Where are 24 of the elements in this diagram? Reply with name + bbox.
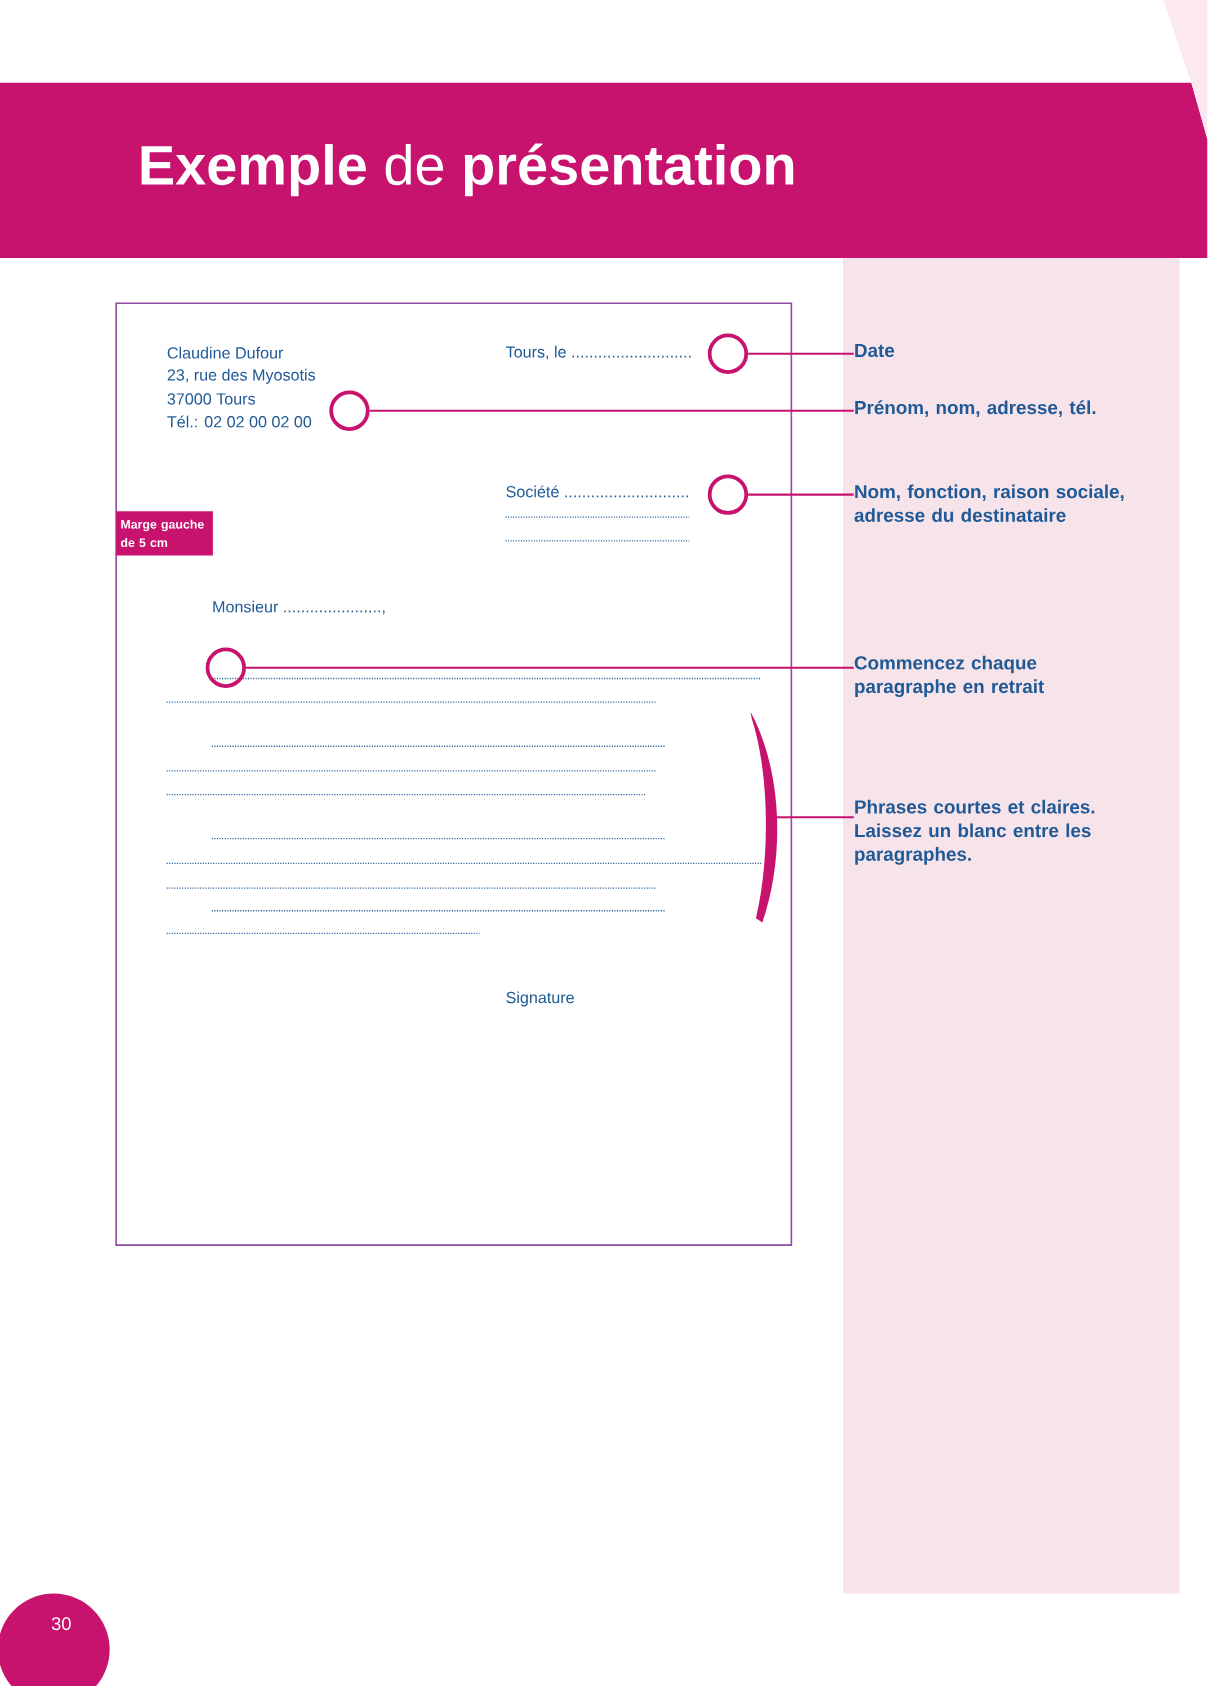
letter-text: Signature [506, 991, 575, 1007]
annotation-text: Commencez chaque paragraphe en retrait [855, 655, 1045, 697]
letter-text: 23, rue des Myosotis [167, 368, 316, 384]
page-number: 30 [0, 1593, 110, 1686]
letter-text: Monsieur ......................, [213, 600, 385, 615]
annotation-text: Phrases courtes et claires. Laissez un blanc entre les paragraphes. [855, 799, 1095, 865]
leader-line [748, 493, 854, 496]
bracket [750, 711, 778, 923]
annotation-text: Nom, fonction, raison sociale, adresse du destinataire [854, 484, 1124, 522]
annotation-text: Prénom, nom, adresse, tél. [855, 400, 1096, 417]
ring-marker [329, 390, 370, 431]
leader-line [246, 666, 854, 669]
ring-marker [708, 333, 749, 374]
annotation-text: Date [855, 343, 895, 358]
page-title: Exemple de présentation [141, 143, 794, 197]
leader-line [773, 816, 854, 819]
leader-line [748, 352, 854, 355]
ring-marker [205, 647, 247, 688]
letter-page [115, 302, 793, 1246]
leader-line [369, 409, 854, 412]
letter-text: Tél.: 02 02 00 02 00 [167, 415, 312, 428]
margin-tag: Marge gauche de 5 cm [116, 511, 214, 556]
ring-marker [708, 474, 749, 515]
letter-text: 37000 Tours [167, 393, 256, 405]
